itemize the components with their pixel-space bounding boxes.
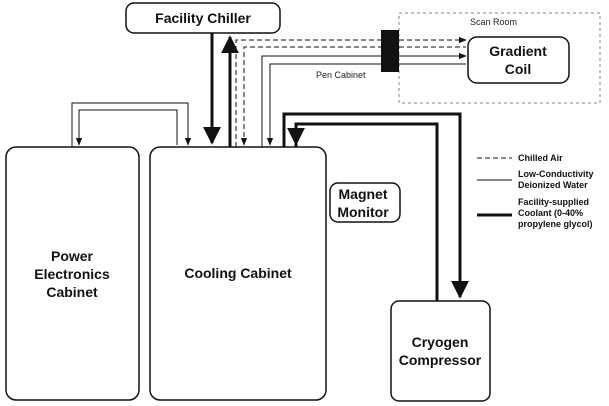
gradient-coil-label-1: Gradient — [489, 43, 547, 59]
power-electronics-label-2: Electronics — [34, 266, 110, 282]
facility-chiller: Facility Chiller — [125, 2, 281, 34]
scan-room-label: Scan Room — [470, 17, 517, 27]
legend-coolant: Facility-supplied Coolant (0-40% propyle… — [477, 197, 593, 229]
facility-chiller-label: Facility Chiller — [155, 10, 251, 26]
magnet-monitor: Magnet Monitor — [329, 182, 401, 223]
chilled-air-lines — [235, 36, 467, 147]
gradient-coil-label-2: Coil — [505, 61, 531, 77]
legend-coolant-label-3: propylene glycol) — [518, 219, 593, 229]
cryogen-compressor-label-1: Cryogen — [412, 334, 469, 350]
legend-deionized-water-label-1: Low-Conductivity — [518, 169, 594, 179]
legend-chilled-air-label: Chilled Air — [518, 153, 563, 163]
power-electronics-label-1: Power — [51, 248, 94, 264]
legend-chilled-air: Chilled Air — [477, 153, 563, 163]
legend-deionized-water: Low-Conductivity Deionized Water — [477, 169, 594, 190]
magnet-monitor-label-1: Magnet — [339, 186, 388, 202]
power-electronics-label-3: Cabinet — [46, 284, 98, 300]
cooling-cabinet-label: Cooling Cabinet — [184, 265, 292, 281]
cryogen-compressor-label-2: Compressor — [399, 352, 482, 368]
cooling-cabinet: Cooling Cabinet — [149, 146, 327, 401]
magnet-monitor-label-2: Monitor — [337, 204, 389, 220]
pen-cabinet-bar — [381, 30, 399, 72]
legend-coolant-label-2: Coolant (0-40% — [518, 208, 583, 218]
legend-deionized-water-label-2: Deionized Water — [518, 180, 588, 190]
legend-coolant-label-1: Facility-supplied — [518, 197, 589, 207]
power-electronics-water-lines — [71, 102, 192, 147]
gradient-coil-water-lines — [261, 52, 467, 147]
gradient-coil: Gradient Coil — [467, 36, 570, 84]
compressor-coolant-lines — [282, 112, 469, 301]
pen-cabinet-label: Pen Cabinet — [316, 70, 366, 80]
cryogen-compressor: Cryogen Compressor — [390, 300, 491, 402]
chiller-coolant-lines — [203, 33, 239, 147]
power-electronics-cabinet: Power Electronics Cabinet — [5, 146, 140, 401]
legend: Chilled Air Low-Conductivity Deionized W… — [477, 153, 594, 229]
